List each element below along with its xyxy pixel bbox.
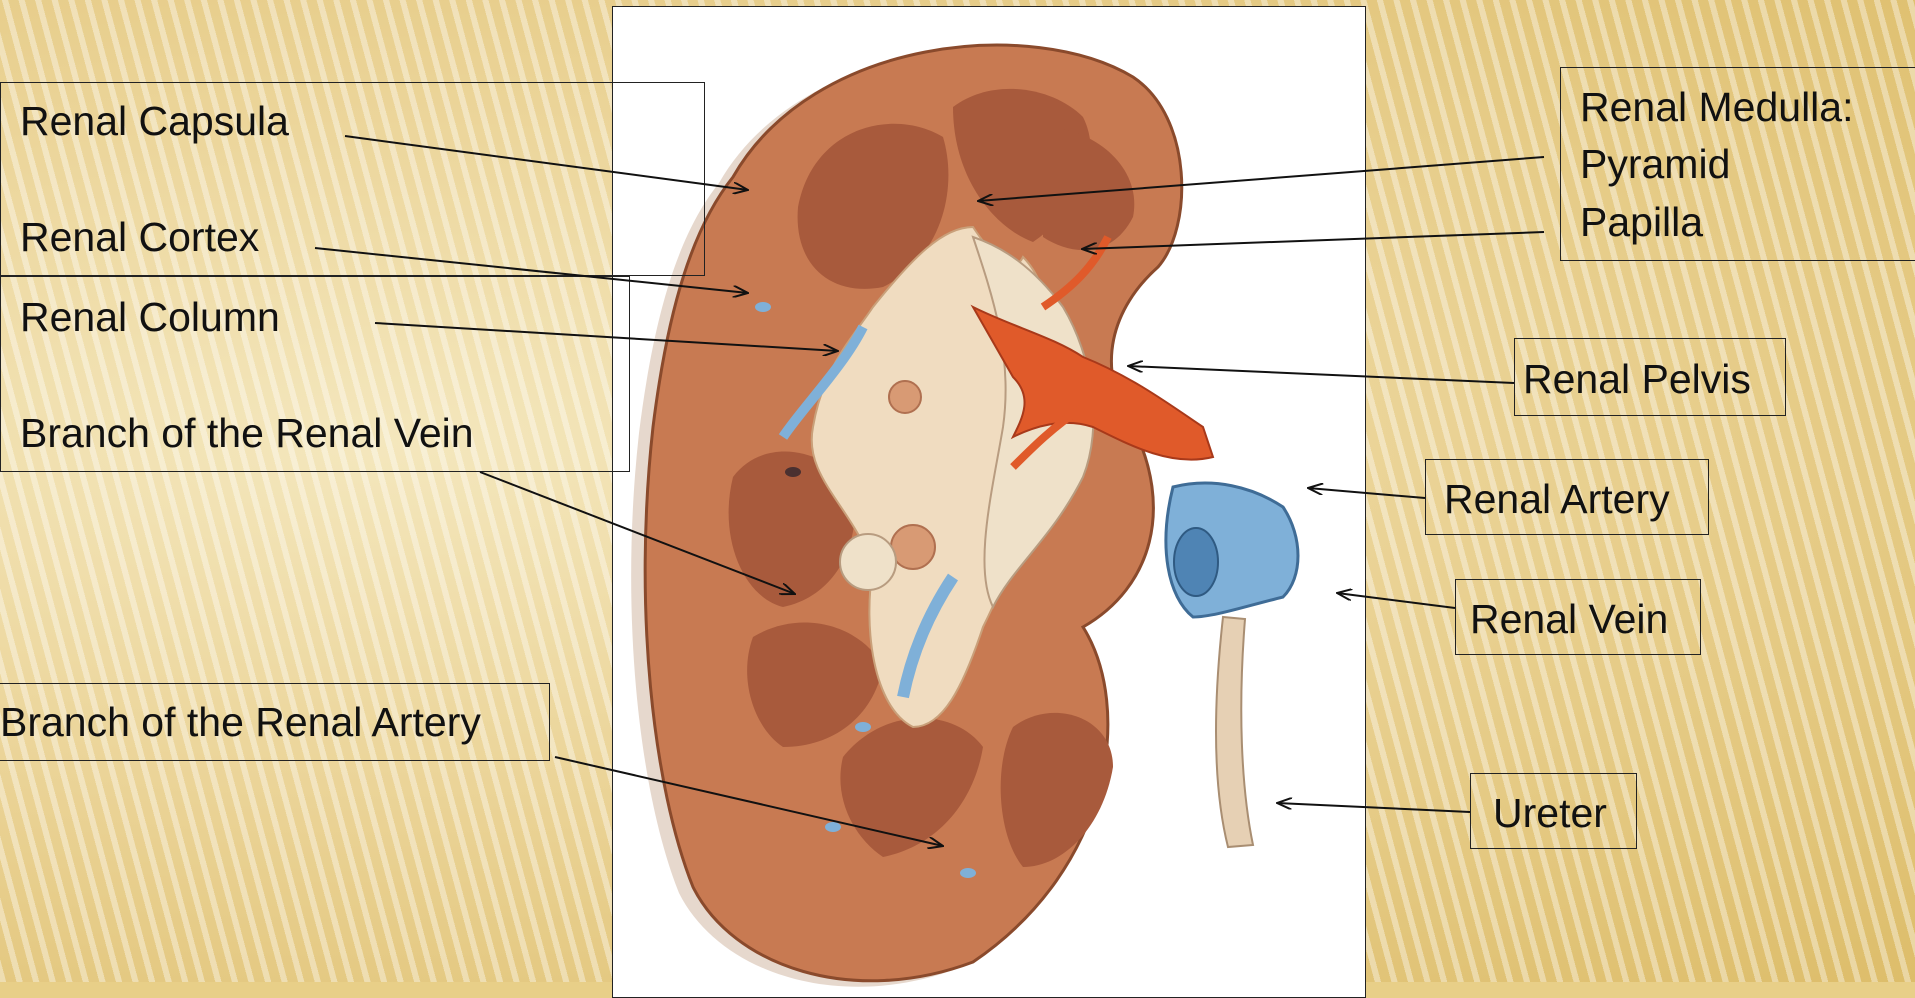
kidney-illustration-panel: [612, 6, 1366, 998]
ureter-label: Ureter: [1493, 788, 1607, 839]
vessel-section: [785, 467, 801, 477]
ureter-label-box: Ureter: [1470, 773, 1637, 849]
vessel-section: [825, 822, 841, 832]
vessel-section: [855, 722, 871, 732]
sinus-nodule: [840, 534, 896, 590]
renal-cortex-label: Renal Cortex: [20, 214, 259, 261]
vessel-section: [960, 868, 976, 878]
renal-artery-label-box: Renal Artery: [1425, 459, 1709, 535]
renal-vein-label-box: Renal Vein: [1455, 579, 1701, 655]
papilla-label: Papilla: [1580, 199, 1703, 246]
renal-pelvis-label-box: Renal Pelvis: [1514, 338, 1786, 416]
vessel-section: [755, 302, 771, 312]
sinus-nodule: [891, 525, 935, 569]
kidney-cross-section-illustration: [613, 7, 1365, 997]
renal-column-label: Renal Column: [20, 294, 280, 341]
renal-artery-label: Renal Artery: [1444, 474, 1670, 525]
renal-vein-label: Renal Vein: [1470, 594, 1668, 645]
pyramid-label: Pyramid: [1580, 141, 1730, 188]
sinus-nodule: [889, 381, 921, 413]
renal-pyramid: [1001, 713, 1113, 867]
renal-capsula-label: Renal Capsula: [20, 98, 289, 145]
renal-pelvis-label: Renal Pelvis: [1523, 354, 1751, 405]
ureter-shape: [1216, 617, 1253, 847]
branch-renal-vein-label: Branch of the Renal Vein: [20, 410, 474, 457]
renal-medulla-label: Renal Medulla:: [1580, 84, 1854, 131]
renal-vein-lumen: [1174, 528, 1218, 596]
branch-renal-artery-label: Branch of the Renal Artery: [0, 699, 481, 746]
